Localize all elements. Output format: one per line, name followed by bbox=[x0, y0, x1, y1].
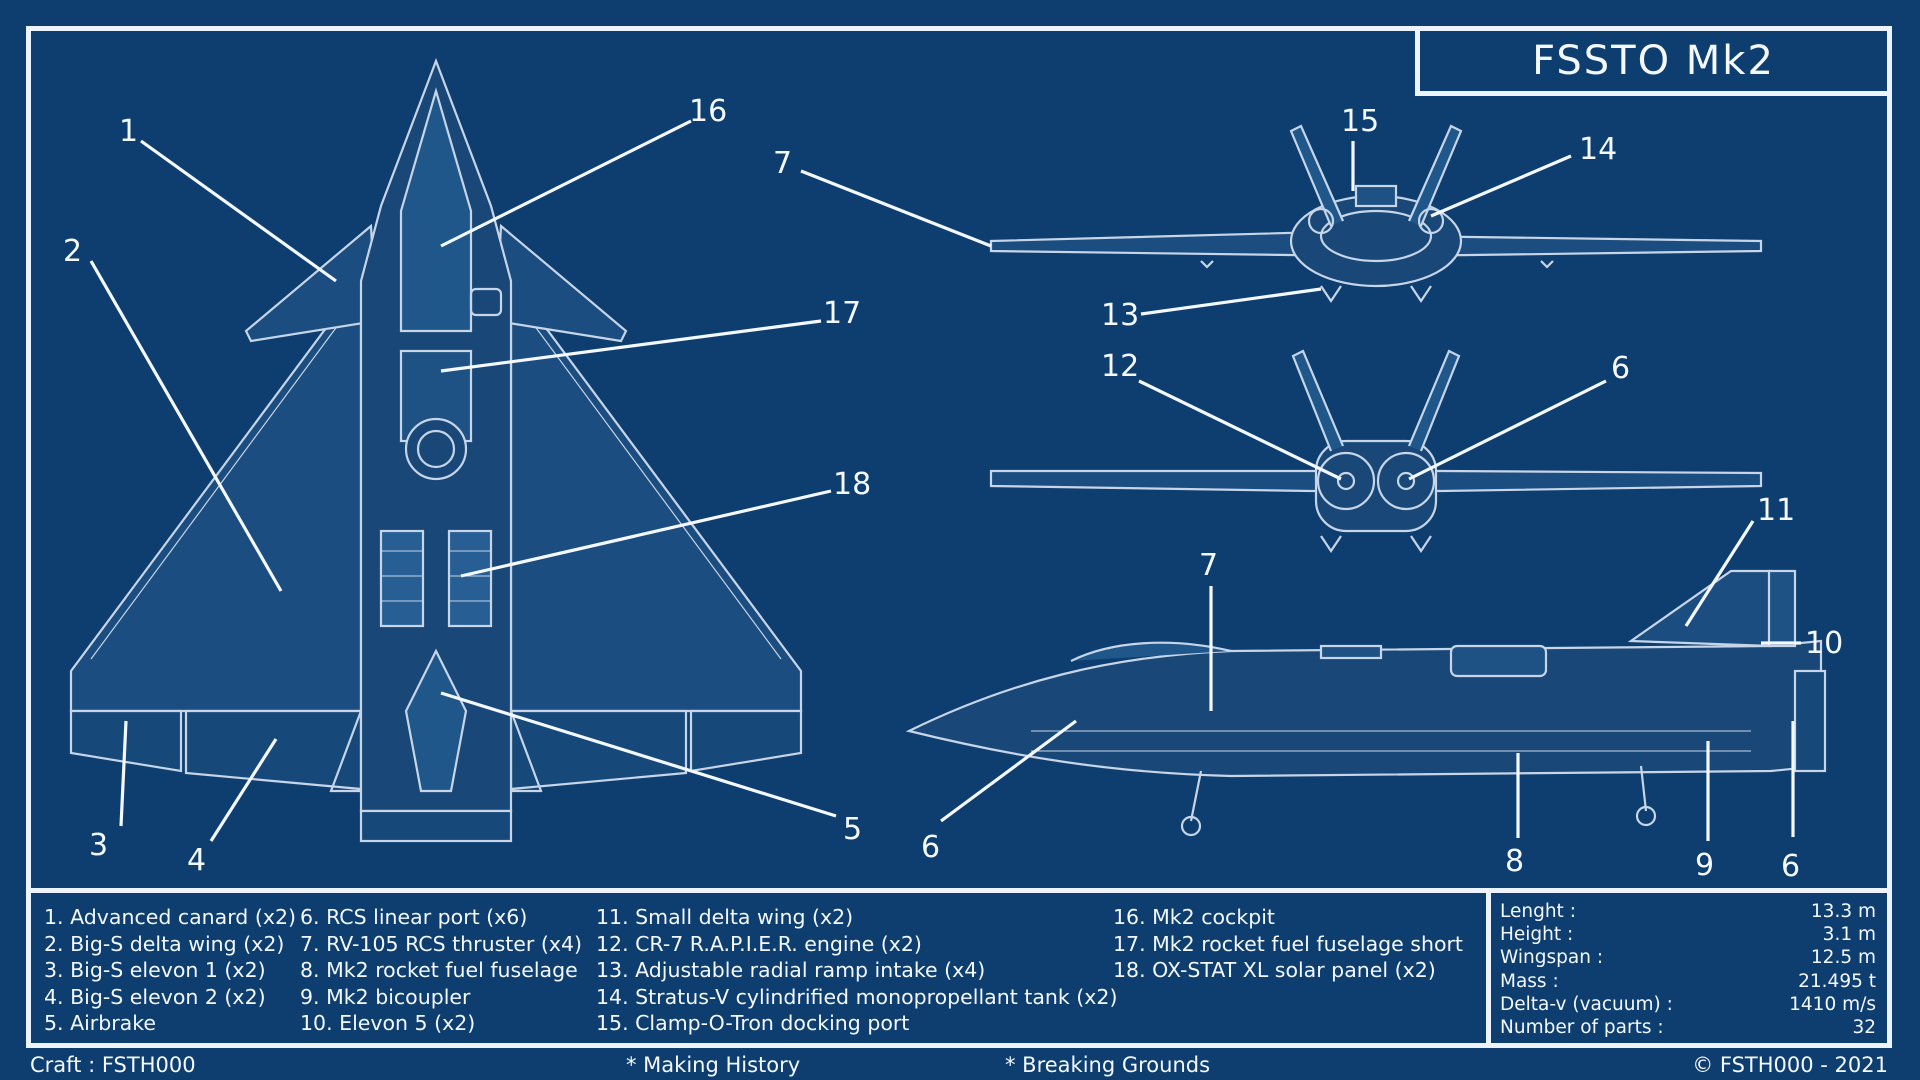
callout-14: 14 bbox=[1579, 132, 1617, 167]
callout-7-side: 7 bbox=[1199, 548, 1218, 583]
callout-18: 18 bbox=[833, 467, 871, 502]
legend-item: 18. OX-STAT XL solar panel (x2) bbox=[1113, 958, 1436, 982]
leader-line-4 bbox=[209, 738, 278, 842]
legend-item: 4. Big-S elevon 2 (x2) bbox=[44, 984, 266, 1009]
stat-mass: Mass :21.495 t bbox=[1500, 970, 1876, 992]
footer-craft: Craft : FSTH000 bbox=[30, 1053, 196, 1077]
callout-13: 13 bbox=[1101, 298, 1139, 333]
stat-wingspan: Wingspan :12.5 m bbox=[1500, 947, 1876, 969]
legend-item: 7. RV-105 RCS thruster (x4) bbox=[300, 931, 583, 956]
legend-item: 6. RCS linear port (x6) bbox=[300, 905, 528, 929]
callout-12: 12 bbox=[1101, 349, 1139, 384]
legend-item: 13. Adjustable radial ramp intake (x4) bbox=[596, 958, 986, 982]
legend-column-2: 6. RCS linear port (x6) 7. RV-105 RCS th… bbox=[300, 904, 582, 1037]
leader-line-5 bbox=[440, 691, 837, 818]
callout-1: 1 bbox=[119, 114, 138, 149]
legend-item: 17. Mk2 rocket fuel fuselage short bbox=[1113, 931, 1463, 956]
callout-8: 8 bbox=[1505, 844, 1524, 879]
callout-15: 15 bbox=[1341, 104, 1379, 139]
legend-column-3: 11. Small delta wing (x2) 12. CR-7 R.A.P… bbox=[596, 904, 1117, 1037]
legend-item: 15. Clamp-O-Tron docking port bbox=[596, 1011, 910, 1035]
callout-lines bbox=[89, 119, 1801, 842]
rear-view bbox=[989, 349, 1763, 553]
callout-11: 11 bbox=[1757, 493, 1795, 528]
leader-line-18 bbox=[460, 489, 832, 578]
stat-delta-v: Delta-v (vacuum) :1410 m/s bbox=[1500, 993, 1876, 1015]
callout-6-side-rear: 6 bbox=[1781, 849, 1800, 884]
callout-10: 10 bbox=[1805, 626, 1843, 661]
front-view bbox=[989, 124, 1763, 303]
leader-line-16 bbox=[440, 119, 692, 248]
stats-divider bbox=[1486, 888, 1491, 1048]
side-view bbox=[905, 569, 1827, 837]
top-view bbox=[69, 57, 803, 843]
legend-item: 12. CR-7 R.A.P.I.E.R. engine (x2) bbox=[596, 931, 922, 956]
footer-copyright: © FSTH000 - 2021 bbox=[1692, 1053, 1888, 1077]
legend-item: 5. Airbrake bbox=[44, 1011, 156, 1035]
callout-4: 4 bbox=[187, 843, 206, 878]
callout-9: 9 bbox=[1695, 848, 1714, 883]
stat-length: Lenght :13.3 m bbox=[1500, 901, 1876, 922]
footer-dlc-making-history: * Making History bbox=[626, 1053, 801, 1077]
leader-line-14 bbox=[1430, 154, 1572, 218]
legend-item: 8. Mk2 rocket fuel fuselage bbox=[300, 958, 578, 982]
leader-line-3 bbox=[119, 720, 128, 827]
legend-item: 16. Mk2 cockpit bbox=[1113, 905, 1275, 929]
legend-item: 11. Small delta wing (x2) bbox=[596, 905, 854, 929]
leader-line-6-rear bbox=[1408, 379, 1607, 481]
callout-6-side-front: 6 bbox=[921, 830, 940, 865]
title-box: FSSTO Mk2 bbox=[1415, 26, 1892, 96]
footer-dlc-breaking-grounds: * Breaking Grounds bbox=[1005, 1053, 1211, 1077]
callout-16: 16 bbox=[689, 94, 727, 129]
legend-item: 2. Big-S delta wing (x2) bbox=[44, 931, 285, 956]
leader-line-2 bbox=[89, 260, 283, 592]
leader-line-12 bbox=[1138, 379, 1342, 481]
leader-line-1 bbox=[140, 139, 337, 283]
blueprint-frame bbox=[26, 26, 1892, 1048]
callout-2: 2 bbox=[63, 234, 82, 269]
leader-line-6-side-front bbox=[940, 719, 1077, 823]
leader-line-17 bbox=[440, 319, 822, 373]
legend-item: 14. Stratus-V cylindrified monopropellan… bbox=[596, 984, 1118, 1009]
callout-5: 5 bbox=[843, 812, 862, 847]
legend-item: 1. Advanced canard (x2) bbox=[44, 905, 297, 929]
blueprint-title: FSSTO Mk2 bbox=[1532, 38, 1775, 84]
leader-line-11 bbox=[1684, 520, 1755, 627]
callout-7-front: 7 bbox=[773, 146, 792, 181]
craft-stats: Lenght :13.3 m Height :3.1 m Wingspan :1… bbox=[1500, 900, 1876, 1039]
legend-divider bbox=[26, 888, 1892, 893]
callout-17: 17 bbox=[823, 296, 861, 331]
callout-3: 3 bbox=[89, 828, 108, 863]
stat-height: Height :3.1 m bbox=[1500, 924, 1876, 946]
leader-line-7-front bbox=[800, 169, 992, 248]
blueprint-drawing: 1 16 2 17 18 3 4 5 15 7 14 13 12 6 7 11 … bbox=[63, 57, 1843, 884]
legend-item: 9. Mk2 bicoupler bbox=[300, 984, 471, 1009]
legend-column-1: 1. Advanced canard (x2) 2. Big-S delta w… bbox=[44, 904, 296, 1037]
legend-column-4: 16. Mk2 cockpit 17. Mk2 rocket fuel fuse… bbox=[1113, 904, 1463, 984]
leader-line-13 bbox=[1140, 287, 1322, 316]
legend-item: 3. Big-S elevon 1 (x2) bbox=[44, 958, 266, 982]
stat-parts: Number of parts :32 bbox=[1500, 1017, 1876, 1039]
legend-item: 10. Elevon 5 (x2) bbox=[300, 1011, 476, 1035]
callout-6-rear: 6 bbox=[1611, 351, 1630, 386]
